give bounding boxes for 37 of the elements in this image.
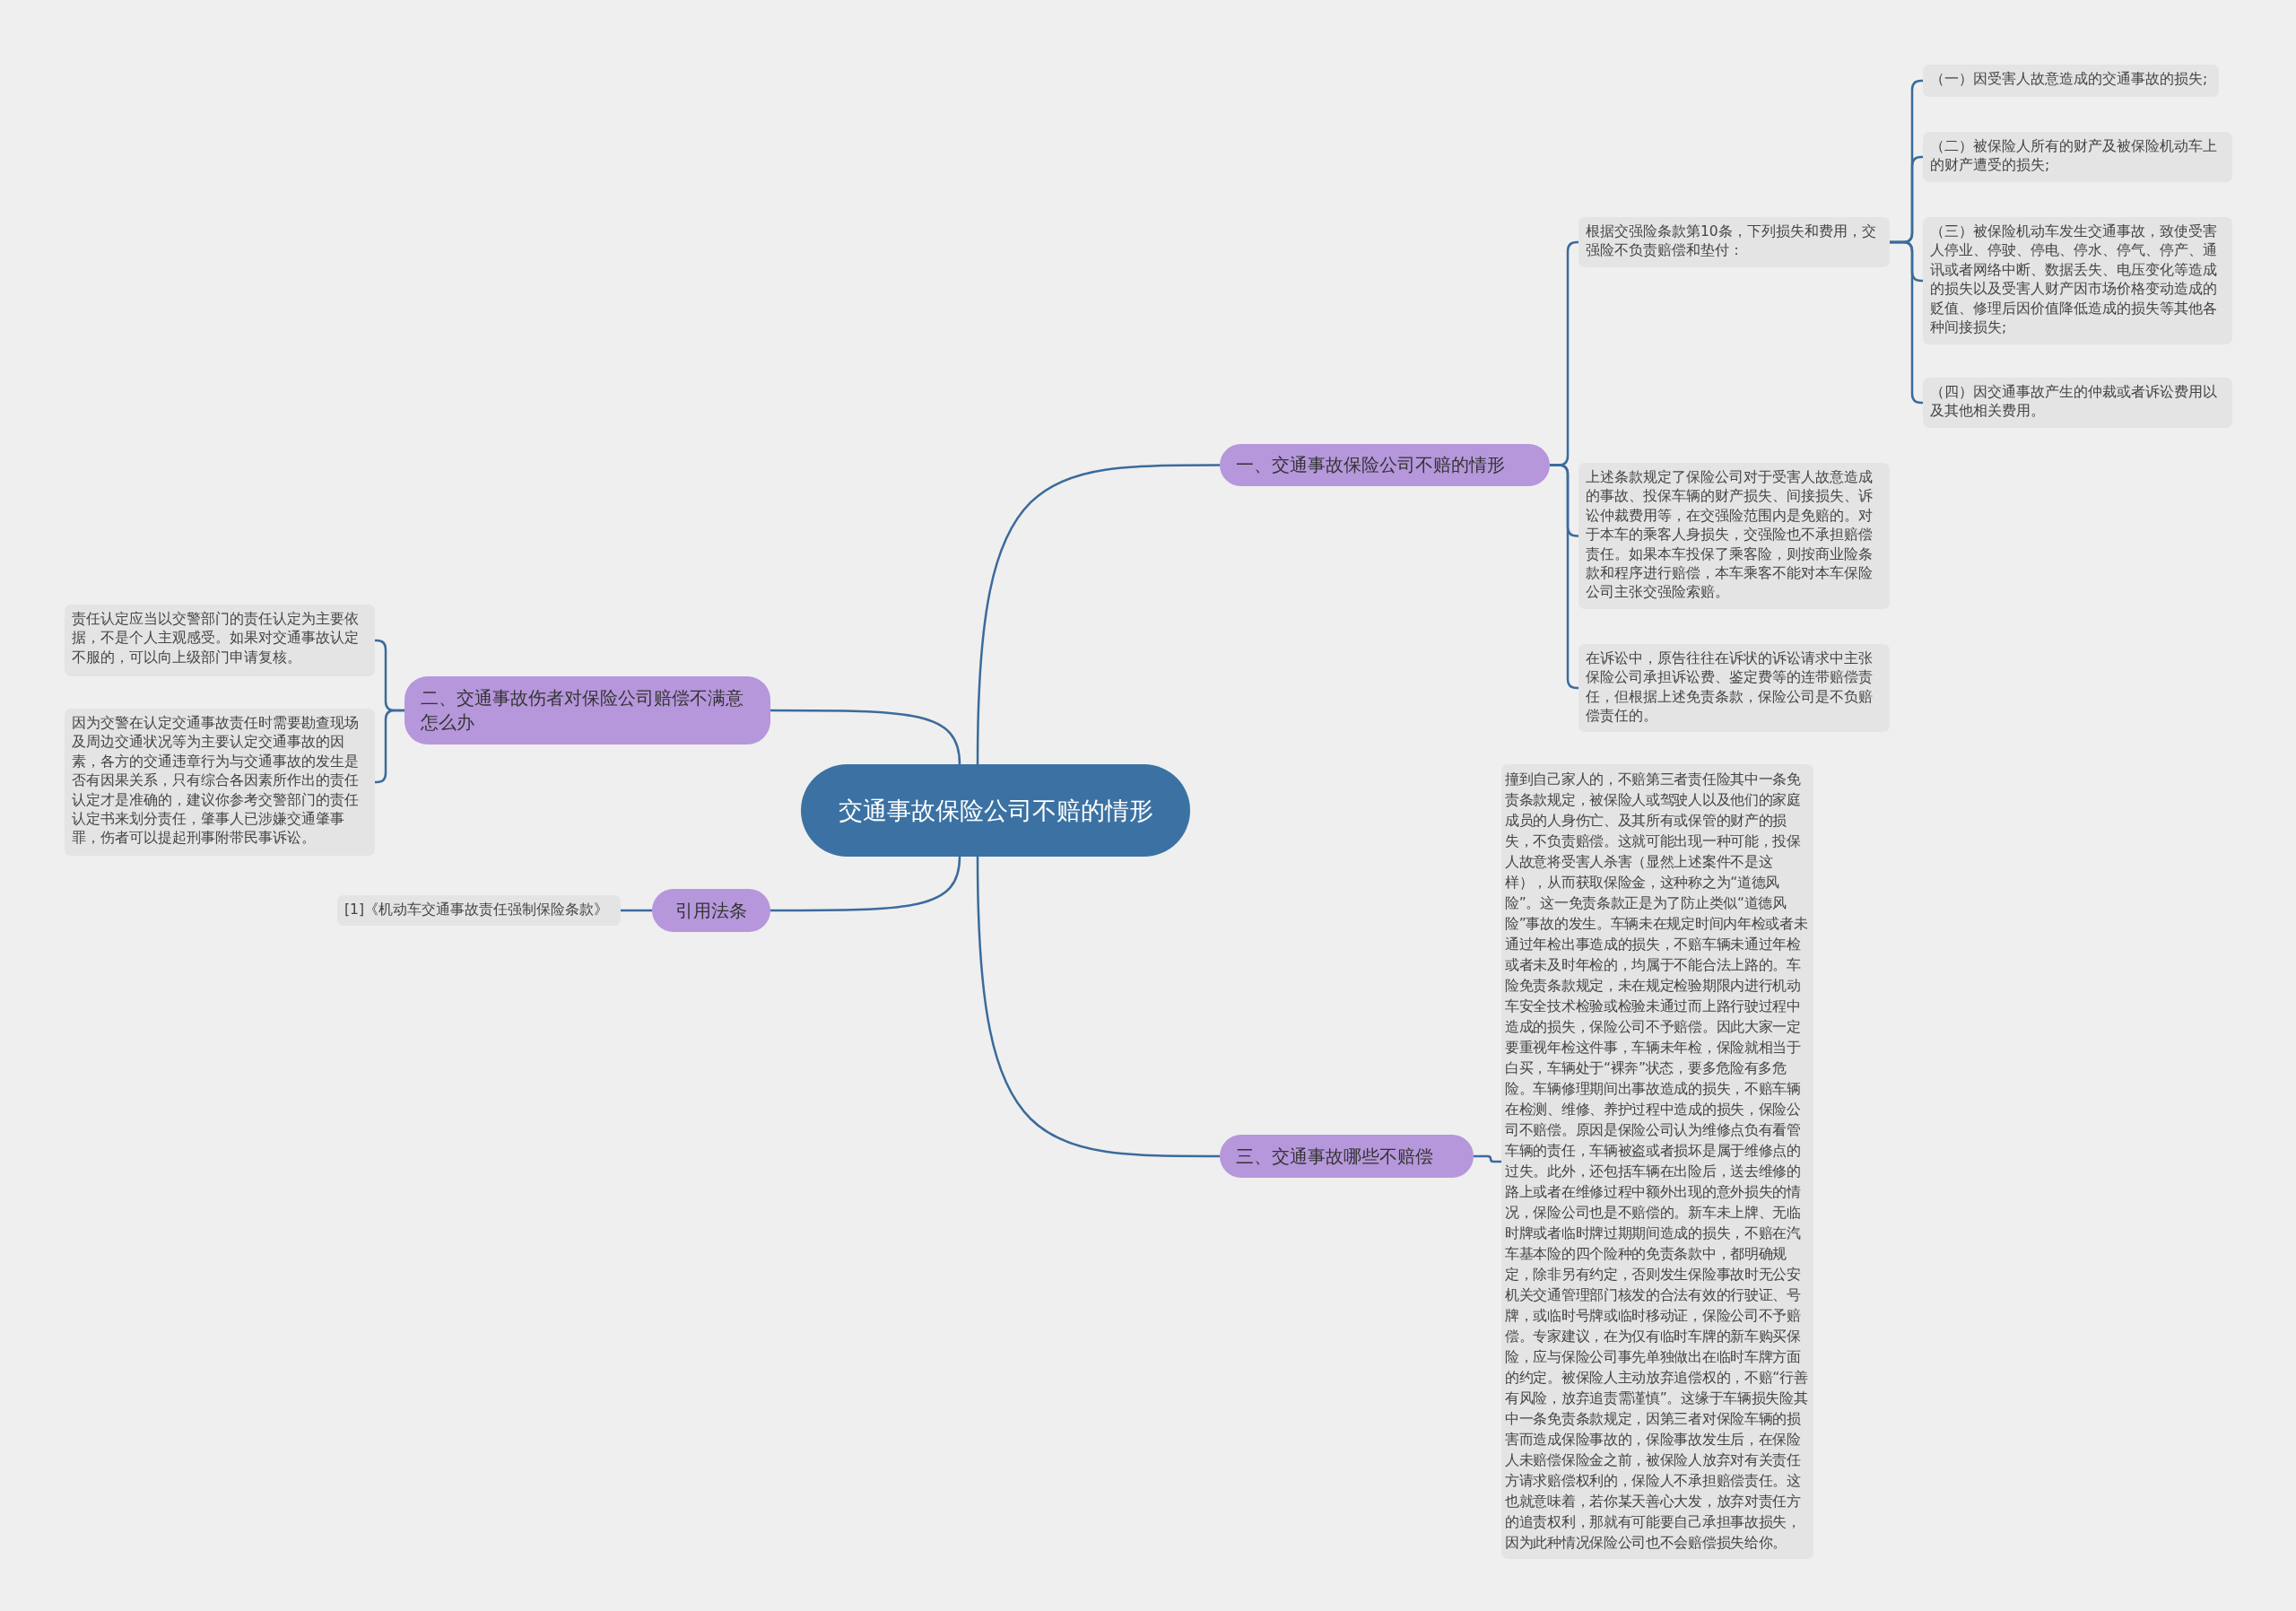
branch-topic: [404, 676, 770, 745]
connector-line: [976, 856, 1220, 1158]
branch-topic: [652, 889, 770, 932]
connector-line: [375, 709, 404, 784]
connector-line: [976, 464, 1220, 765]
note-card: [65, 605, 375, 676]
topic-text: 撞到自己家人的，不赔第三者责任险其中一条免责条款规定，被保险人或驾驶人以及他们的家庭成员的人身伤亡、及其所有或保管的财产的损失，不负责赔偿。这就可能出现一种可能，投保人故意将受害人杀害（显然上述案件不是这样），从而获取保险金，这种称之为“道德风险”。这一免责条款正是为了防止类似“道德风险”事故的发生。车辆未在规定时间内年检或者未通过年检出事造成的损失，不赔车辆未通过年检或者未及时年检的，均属于不能合法上路的。车险免责条款规定，未在规定检验期限内进行机动车安全技术检验或检验未通过而上路行驶过程中造成的损失，保险公司不予赔偿。因此大家一定要重视年检这件事，车辆未年检，保险就相当于白买，车辆处于“裸奔”状态，要多危险有多危险。车辆修理期间出事故造成的损失，不赔车辆在检测、维修、养护过程中造成的损失，保险公司不赔偿。原因是保险公司认为维修点负有看管车辆的责任，车辆被盗或者损坏是属于维修点的过失。此外，还包括车辆在出险后，送去维修的路上或者在维修过程中额外出现的意外损失的情况，保险公司也是不赔偿的。新车未上牌、无临时牌或者临时牌过期期间造成的损失，不赔在汽车基本险的四个险种的免责条款中，都明确规定，除非另有约定，否则发生保险事故时无公安机关交通管理部门核发的合法有效的行驶证、号牌，或临时号牌或临时移动证，保险公司不予赔偿。专家建议，在为仅有临时车牌的新车购买保险，应与保险公司事先单独做出在临时车牌方面的约定。被保险人主动放弃追偿权的，不赔“行善有风险，放弃追责需谨慎”。这缘于车辆损失险其中一条免责条款规定，因第三者对保险车辆的损害而造成保险事故的，保险事故发生后，在保险人未赔偿保险金之前，被保险人放弃对有关责任方请求赔偿权利的，保险人不承担赔偿责任。这也就意味着，若你某天善心大发，放弃对责任方的追责权利，那就有可能要自己承担事故损失，因为此种情况保险公司也不会赔偿损失给你。: [1505, 771, 1809, 1553]
topic-text: 在诉讼中，原告往往在诉状的诉讼请求中主张保险公司承担诉讼费、鉴定费等的连带赔偿责任，但根据上述免责条款，保险公司是不负赔偿责任的。: [1586, 649, 1874, 727]
connector-line: [1550, 464, 1578, 690]
topic-text: （四）因交通事故产生的仲裁或者诉讼费用以及其他相关费用。: [1930, 383, 2218, 422]
note-card: [65, 709, 375, 856]
topic-text: 上述条款规定了保险公司对于受害人故意造成的事故、投保车辆的财产损失、间接损失、诉讼仲裁费用等，在交强险范围内是免赔的。对于本车的乘客人身损失，交强险也不承担赔偿责任。如果本车投保了乘客险，则按商业险条款和程序进行赔偿，本车乘客不能对本车保险公司主张交强险索赔。: [1586, 468, 1874, 603]
topic-text: （一）因受害人故意造成的交通事故的损失;: [1930, 70, 2208, 89]
topic-text: 责任认定应当以交警部门的责任认定为主要依据，不是个人主观感受。如果对交通事故认定不服的，可以向上级部门申请复核。: [72, 610, 360, 667]
topic-text: 交通事故保险公司不赔的情形: [838, 795, 1153, 826]
topic-text: （三）被保险机动车发生交通事故，致使受害人停业、停驶、停电、停水、停气、停产、通讯或者网络中断、数据丢失、电压变化等造成的损失以及受害人财产因市场价格变动造成的贬值、修理后因价值降低造成的损失等其他各种间接损失;: [1930, 222, 2218, 337]
note-card: [1923, 65, 2219, 97]
topic-text: 引用法条: [675, 898, 747, 923]
topic-text: （二）被保险人所有的财产及被保险机动车上的财产遭受的损失;: [1930, 137, 2218, 176]
note-card: [337, 895, 621, 926]
branch-topic: [1220, 1135, 1474, 1178]
note-card: [1923, 378, 2232, 428]
branch-topic: [1220, 444, 1550, 486]
topic-text: 因为交警在认定交通事故责任时需要勘查现场及周边交通状况等为主要认定交通事故的因素，各方的交通违章行为与交通事故的发生是否有因果关系，只有综合各因素所作出的责任认定才是准确的，建议你参考交警部门的责任认定书来划分责任，肇事人已涉嫌交通肇事罪，伤者可以提起刑事附带民事诉讼。: [72, 714, 360, 849]
note-card: [1923, 132, 2232, 182]
connector-line: [621, 909, 652, 912]
topic-text: 一、交通事故保险公司不赔的情形: [1236, 453, 1505, 477]
connector-line: [770, 709, 961, 765]
topic-text: 二、交通事故伤者对保险公司赔偿不满意怎么办: [421, 686, 744, 735]
topic-text: 根据交强险条款第10条，下列损失和费用，交强险不负责赔偿和垫付：: [1586, 222, 1877, 261]
topic-text: 三、交通事故哪些不赔偿: [1236, 1144, 1433, 1169]
note-card: [1923, 217, 2232, 344]
note-card: [1578, 644, 1890, 732]
connector-line: [770, 856, 961, 912]
topic-text: [1]《机动车交通事故责任强制保险条款》: [344, 901, 608, 919]
connector-line: [1890, 240, 1923, 405]
note-card: [1578, 217, 1890, 267]
